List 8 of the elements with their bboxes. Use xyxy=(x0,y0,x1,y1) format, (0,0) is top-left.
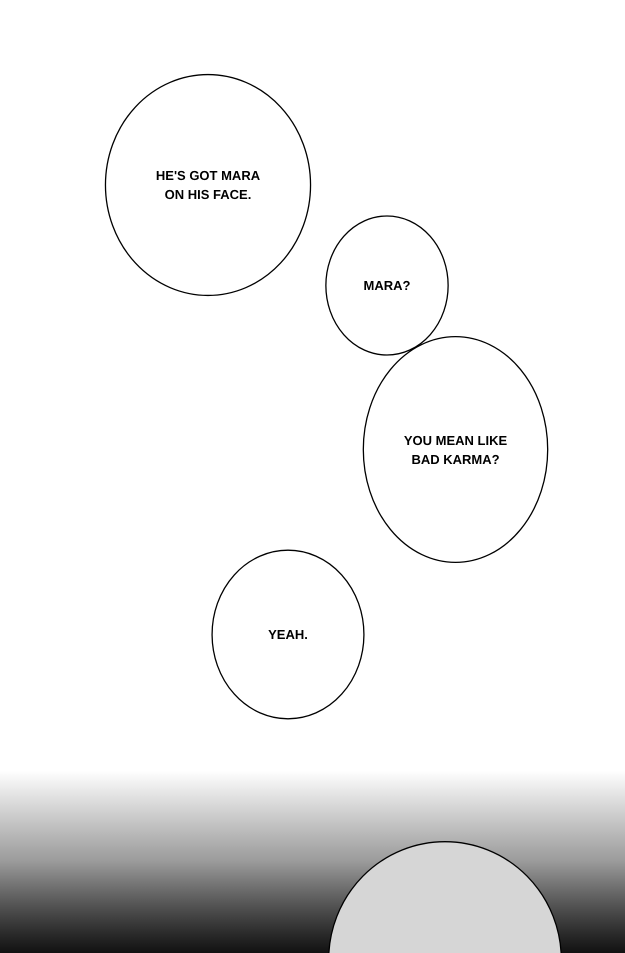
speech-bubble xyxy=(362,335,549,564)
dialogue-text: MARA? xyxy=(364,277,410,295)
dialogue-text: YEAH. xyxy=(268,626,308,644)
dialogue-text: HE'S GOT MARA ON HIS FACE. xyxy=(154,167,262,204)
speech-bubble xyxy=(104,73,312,297)
speech-bubble xyxy=(325,215,449,356)
speech-bubble xyxy=(211,549,365,720)
dialogue-text: YOU MEAN LIKE BAD KARMA? xyxy=(402,432,508,468)
